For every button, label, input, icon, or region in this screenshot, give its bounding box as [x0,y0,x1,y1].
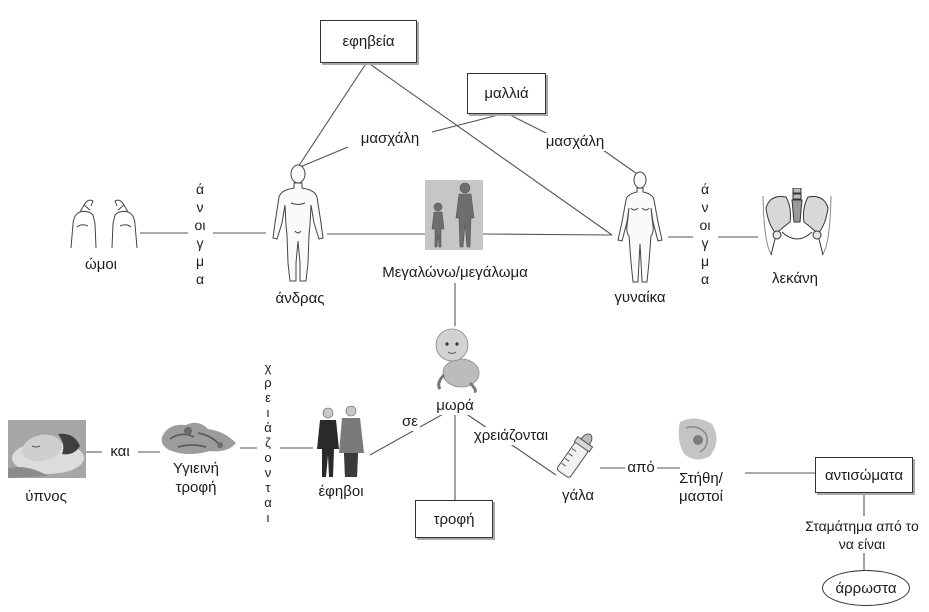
baby-bottle-icon [556,433,594,478]
need-letter: τ [265,480,271,495]
hair-label: μαλλιά [484,85,529,102]
food-box: τροφή [415,500,493,538]
connector-armpit-right-woman [602,149,641,177]
and-label: και [108,443,132,461]
shoulders-icon [70,199,138,249]
breast-icon [678,418,717,460]
need-label: χρειάζονται [471,427,551,445]
growing-people-icon [425,180,483,250]
need-letter: ά [264,420,272,435]
teens-label: έφηβοι [316,483,366,501]
armpit-left-label: μασχάλη [358,130,422,148]
healthy-food-label-line2: τροφή [173,479,219,497]
hair-box: μαλλιά [467,73,546,114]
opening-left-letter: οι [194,217,206,233]
woman-label: γυναίκα [612,289,668,307]
opening-right-letter: ν [701,199,709,215]
need-letter: ν [264,465,272,480]
man-figure-icon [272,164,324,282]
sleeping-person-icon [8,420,86,478]
opening-right-letter: ά [700,181,710,197]
antibodies-label: αντισώματα [824,466,904,484]
sick-ellipse: άρρωστα [822,570,910,606]
need-letter: ε [265,390,271,405]
man-label: άνδρας [273,290,327,308]
connector-hair-armpit-right [505,112,549,135]
opening-left-letter: μ [195,253,205,269]
in-label: σε [400,413,420,431]
opening-right-letter: μ [700,253,710,269]
connector-puberty-woman [366,61,613,236]
puberty-label: εφηβεία [342,33,395,50]
pelvis-icon [762,188,832,256]
breasts-label-line1: Στήθη/ [677,470,725,488]
stopping-label-line1: Σταμάτημα από το [805,517,919,535]
baby-icon [435,328,480,393]
opening-left-letter: ά [195,181,205,197]
opening-left-letter: α [195,271,205,287]
sick-label: άρρωστα [835,579,897,597]
connector-babies-teens [369,412,446,456]
opening-left-vertical: ά ν οι γ μ α [195,180,206,288]
need-vertical: χ ρ ε ι ά ζ ο ν τ α ι [264,360,272,525]
sleep-label: ύπνος [23,488,69,506]
opening-right-letter: οι [699,217,711,233]
armpit-right-label: μασχάλη [543,133,607,151]
opening-right-letter: α [700,271,710,287]
antibodies-box: αντισώματα [815,457,913,493]
breasts-label-line2: μαστοί [677,488,725,506]
connector-puberty-man [297,61,368,168]
healthy-food-label-line1: Υγιεινή [171,460,221,478]
need-letter: ζ [265,435,271,450]
opening-right-vertical: ά ν οι γ μ α [700,180,711,288]
babies-label: μωρά [434,397,476,415]
connector-armpit-left-hair [431,112,507,133]
milk-label: γάλα [559,487,597,505]
pelvis-label: λεκάνη [769,270,821,288]
puberty-box: εφηβεία [320,20,417,63]
connector-growth-woman [482,233,613,236]
opening-left-letter: γ [196,235,204,251]
stopping-label-line2: να είναι [838,535,886,553]
need-letter: α [264,495,272,510]
woman-figure-icon [617,171,663,283]
shoulders-label: ώμοι [82,256,120,274]
growth-label: Μεγαλώνω/μεγάλωμα [380,264,530,282]
from-label: από [625,459,657,477]
opening-right-letter: γ [701,235,709,251]
teenagers-icon [317,405,364,477]
need-letter: ο [264,450,272,465]
connector-man-armpit-left [299,146,349,168]
need-letter: ρ [264,375,272,390]
food-label: τροφή [433,510,475,528]
need-letter: ι [266,510,270,525]
opening-left-letter: ν [196,199,204,215]
need-letter: ι [266,405,270,420]
need-letter: χ [264,360,272,375]
food-icon [161,422,236,454]
